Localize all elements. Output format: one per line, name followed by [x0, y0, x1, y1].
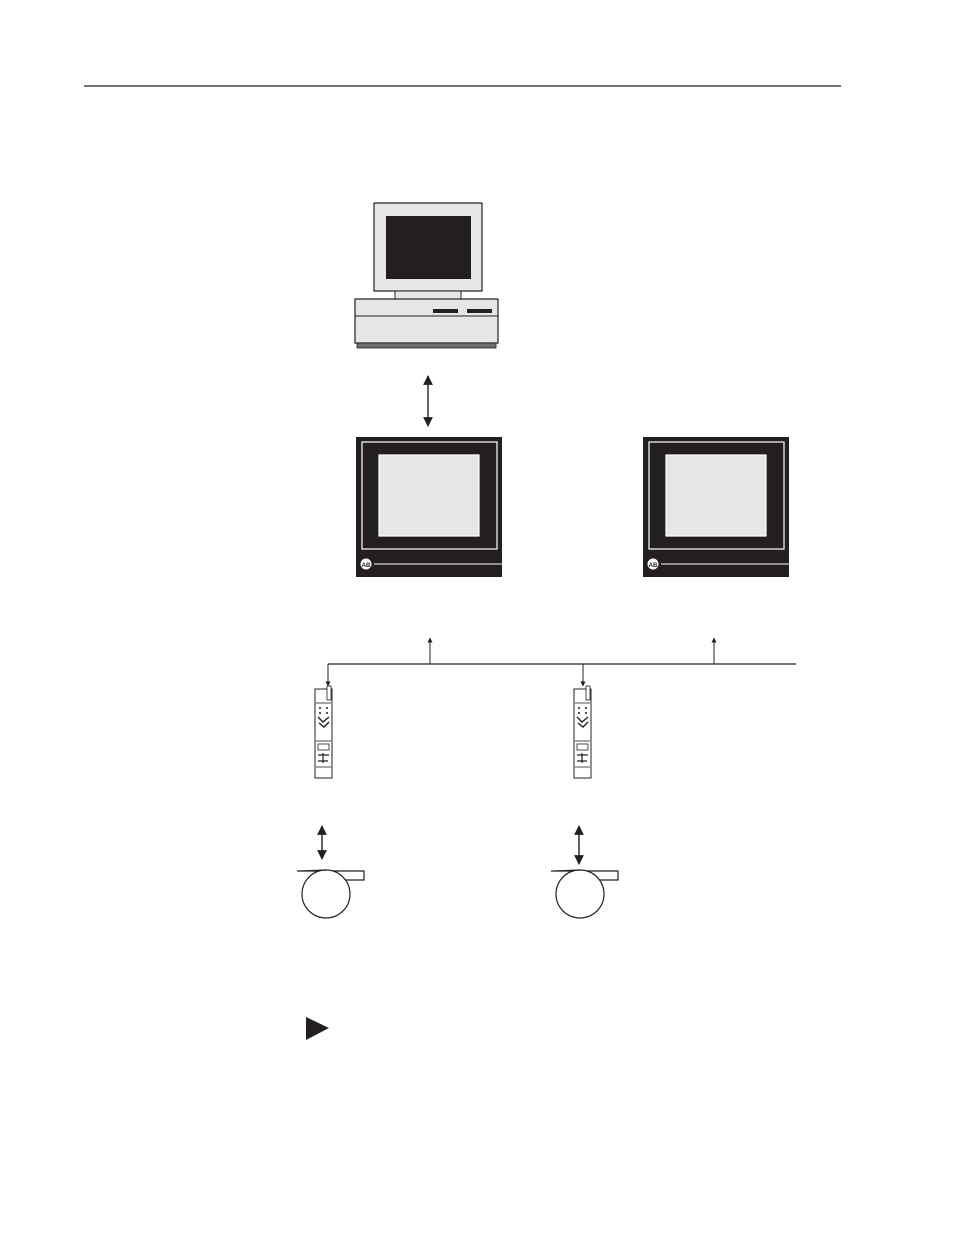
io-module-icon [574, 686, 591, 778]
terminal-logo-text: AB [649, 563, 658, 569]
operator-terminal-icon: AB [356, 437, 502, 577]
io-module-icon [315, 686, 332, 778]
network-line [328, 638, 796, 686]
blower-fan-icon [551, 870, 618, 918]
desktop-computer-icon [355, 203, 498, 348]
play-triangle-icon [306, 1017, 329, 1040]
terminal-logo-text: AB [362, 563, 371, 569]
operator-terminal-icon: AB [643, 437, 789, 577]
blower-fan-icon [297, 870, 364, 918]
